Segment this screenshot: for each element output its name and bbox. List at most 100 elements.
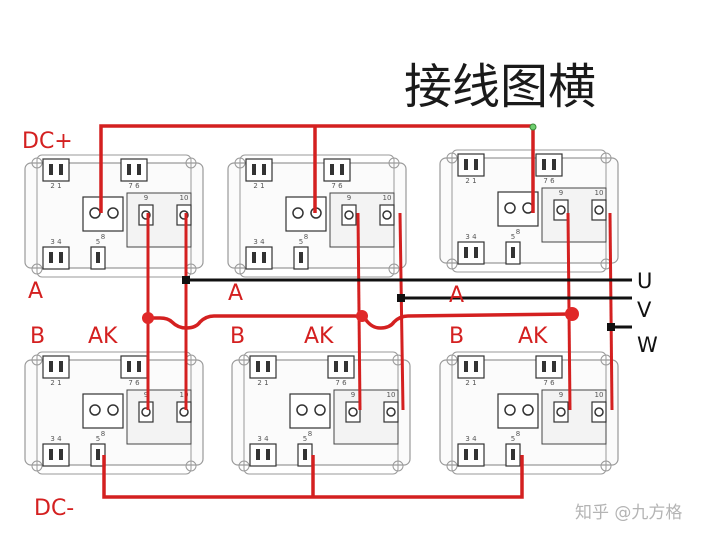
mount-hole-icon bbox=[388, 263, 400, 275]
pin-label-bottom-left: 3 4 bbox=[465, 233, 477, 241]
mount-hole-icon bbox=[31, 354, 43, 366]
pin-icon bbox=[49, 449, 53, 460]
mount-hole-icon bbox=[31, 460, 43, 472]
pin-icon bbox=[262, 164, 266, 175]
screw-icon bbox=[107, 404, 119, 416]
mount-hole-icon bbox=[234, 263, 246, 275]
pin-icon bbox=[552, 361, 556, 372]
pin-label-b: 9 bbox=[559, 189, 563, 197]
screw-icon bbox=[314, 404, 326, 416]
screw-icon bbox=[594, 205, 604, 215]
pin-icon bbox=[137, 164, 141, 175]
pin-label-bottom-mid: 5 bbox=[299, 238, 303, 246]
pin-icon bbox=[330, 164, 334, 175]
pin-icon bbox=[59, 252, 63, 263]
gate-connector-top-left bbox=[42, 158, 70, 182]
mount-hole-icon bbox=[446, 258, 458, 270]
mount-hole-icon bbox=[238, 354, 250, 366]
pin-label-top-right: 7 6 bbox=[128, 379, 140, 387]
phase-v-label: V bbox=[637, 298, 652, 322]
mount-hole-icon bbox=[185, 157, 197, 169]
pin-label-c: 10 bbox=[387, 391, 396, 399]
pin-label-b: 9 bbox=[351, 391, 355, 399]
gate-connector-bottom-left bbox=[457, 443, 485, 467]
pin-label-a: 8 bbox=[308, 430, 312, 438]
mount-hole-icon bbox=[234, 157, 246, 169]
pin-icon bbox=[464, 247, 468, 258]
pin-label-bottom-mid: 5 bbox=[96, 435, 100, 443]
diagram-title: 接线图横 bbox=[404, 59, 596, 115]
pin-icon bbox=[266, 361, 270, 372]
pin-label-c: 10 bbox=[180, 391, 189, 399]
pin-icon bbox=[96, 449, 100, 460]
dc-plus-label: DC+ bbox=[22, 129, 73, 154]
pin-label-a: 8 bbox=[516, 228, 520, 236]
pin-label-top-left: 2 1 bbox=[253, 182, 264, 190]
pin-icon bbox=[464, 361, 468, 372]
pin-label-bottom-left: 3 4 bbox=[50, 238, 62, 246]
row-b-label-3: B bbox=[449, 324, 464, 349]
pin-label-bottom-left: 3 4 bbox=[50, 435, 62, 443]
pin-label-top-left: 2 1 bbox=[257, 379, 268, 387]
ak-label-1: AK bbox=[88, 324, 118, 349]
pin-label-b: 9 bbox=[144, 194, 148, 202]
pin-icon bbox=[256, 449, 260, 460]
pin-label-top-right: 7 6 bbox=[543, 177, 555, 185]
gate-connector-top-right bbox=[120, 158, 148, 182]
row-b-label-2: B bbox=[230, 324, 245, 349]
pin-icon bbox=[511, 247, 515, 258]
mount-hole-icon bbox=[388, 157, 400, 169]
dc-minus-bus bbox=[102, 455, 524, 499]
screw-icon bbox=[382, 210, 392, 220]
pin-icon bbox=[474, 247, 478, 258]
pin-label-top-right: 7 6 bbox=[335, 379, 347, 387]
dc-plus-bus bbox=[99, 124, 535, 213]
pin-label-bottom-left: 3 4 bbox=[257, 435, 269, 443]
phase-junctions bbox=[182, 276, 615, 331]
screw-icon bbox=[522, 404, 534, 416]
pin-label-b: 9 bbox=[144, 391, 148, 399]
pin-label-bottom-mid: 5 bbox=[511, 435, 515, 443]
mount-hole-icon bbox=[31, 157, 43, 169]
gate-connector-bottom-left bbox=[249, 443, 277, 467]
pin-label-bottom-mid: 5 bbox=[96, 238, 100, 246]
pin-label-c: 10 bbox=[383, 194, 392, 202]
pin-icon bbox=[49, 164, 53, 175]
pin-label-bottom-mid: 5 bbox=[303, 435, 307, 443]
watermark: 知乎 @九方格 bbox=[575, 503, 682, 523]
pin-label-top-left: 2 1 bbox=[465, 177, 476, 185]
gate-connector-top-left bbox=[457, 355, 485, 379]
pin-label-c: 10 bbox=[180, 194, 189, 202]
dc-plus-terminal-dot bbox=[529, 123, 537, 131]
phase-labels: U V W bbox=[637, 269, 658, 357]
mount-hole-icon bbox=[238, 460, 250, 472]
gate-connector-bottom-left bbox=[42, 246, 70, 270]
gate-connector-top-left bbox=[249, 355, 277, 379]
gate-connector-top-right bbox=[535, 153, 563, 177]
mount-hole-icon bbox=[446, 152, 458, 164]
mount-hole-icon bbox=[600, 152, 612, 164]
pin-icon bbox=[59, 361, 63, 372]
gate-connector-top-right bbox=[535, 355, 563, 379]
pin-label-a: 8 bbox=[304, 233, 308, 241]
ak-junctions bbox=[142, 307, 579, 324]
pin-label-top-left: 2 1 bbox=[465, 379, 476, 387]
pin-icon bbox=[252, 252, 256, 263]
pin-icon bbox=[511, 449, 515, 460]
modules-group: 2 1 7 6 8 9 10 3 4 5 2 1 7 6 8 9 10 3 4 5 2 1 7 6 8 9 10 3 … bbox=[24, 149, 619, 475]
mount-hole-icon bbox=[446, 460, 458, 472]
screw-icon bbox=[556, 407, 566, 417]
screw-icon bbox=[89, 404, 101, 416]
gate-connector-bottom-left bbox=[457, 241, 485, 265]
row-a-label-3: A bbox=[449, 283, 464, 308]
pin-icon bbox=[474, 449, 478, 460]
pin-label-top-left: 2 1 bbox=[50, 182, 61, 190]
pin-label-bottom-left: 3 4 bbox=[253, 238, 265, 246]
gate-connector-top-right bbox=[120, 355, 148, 379]
pin-label-bottom-left: 3 4 bbox=[465, 435, 477, 443]
pin-label-a: 8 bbox=[516, 430, 520, 438]
gate-connector-top-right bbox=[327, 355, 355, 379]
gate-connector-top-right bbox=[323, 158, 351, 182]
